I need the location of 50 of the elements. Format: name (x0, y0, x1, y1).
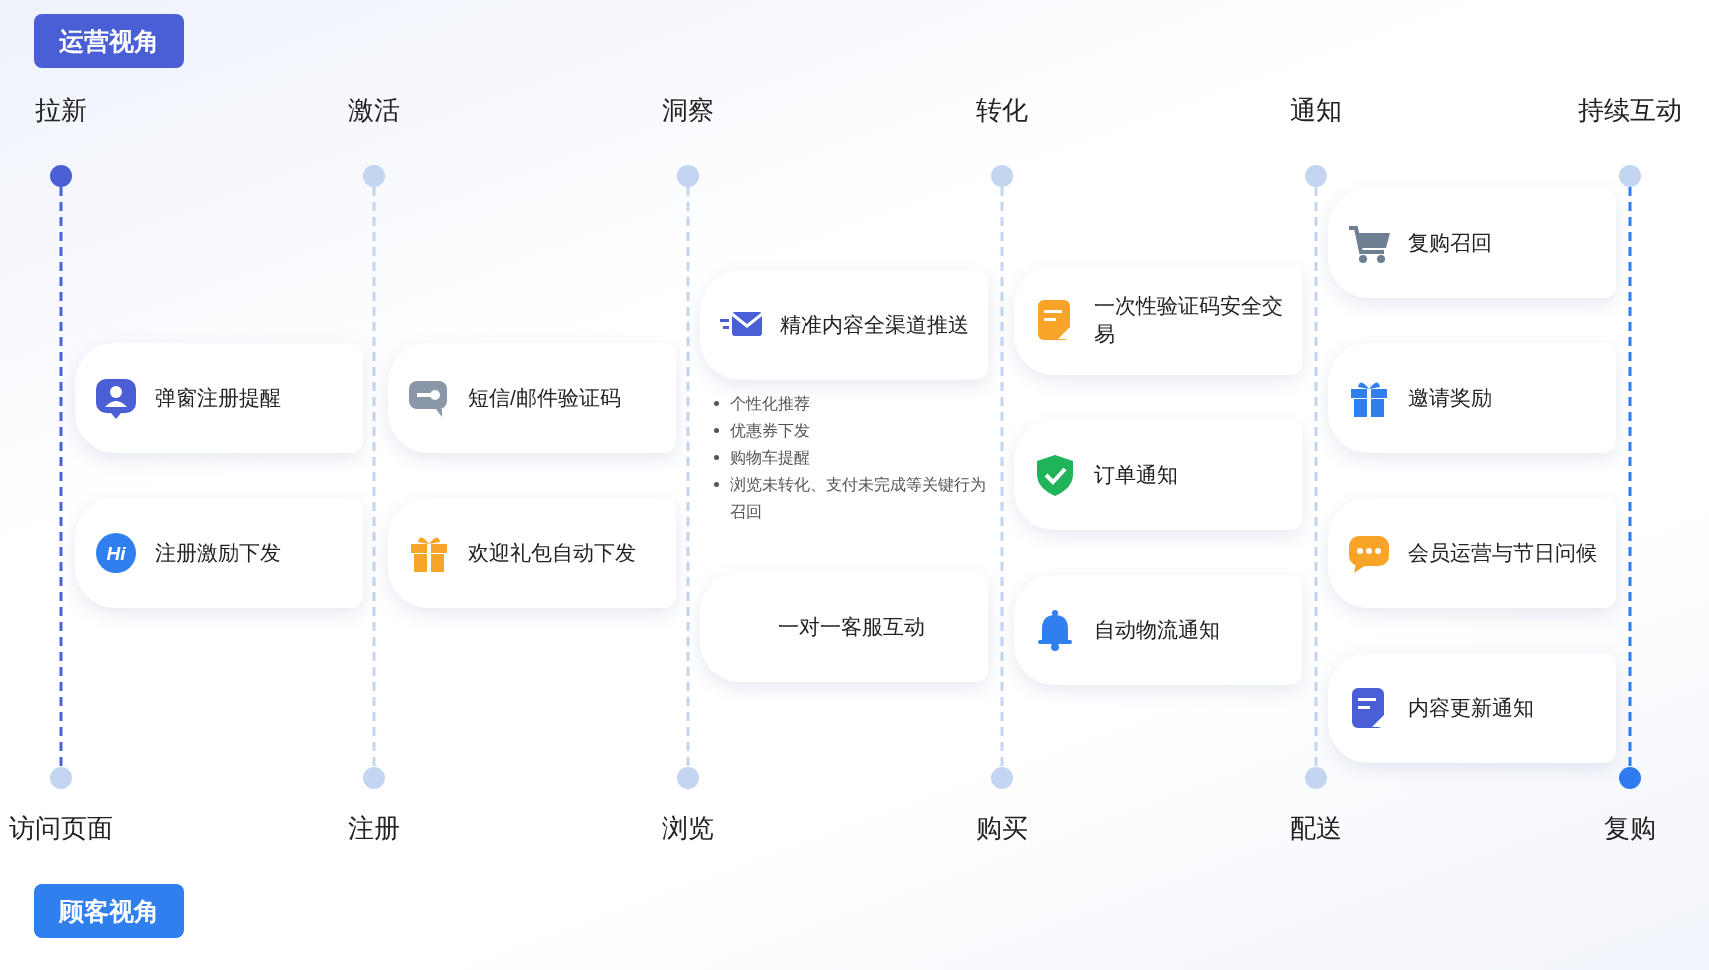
feature-card (1014, 420, 1302, 530)
card-label: 订单通知 (1094, 461, 1178, 488)
feature-card (1328, 498, 1616, 608)
feature-card (388, 343, 676, 453)
card-label: 邀请奖励 (1408, 384, 1492, 411)
card-label: 短信/邮件验证码 (468, 384, 621, 411)
card-label: 精准内容全渠道推送 (780, 311, 969, 338)
feature-card (75, 343, 363, 453)
stage-label: 激活 (348, 94, 400, 127)
timeline-line (686, 187, 690, 767)
card-label: 注册激励下发 (155, 539, 281, 566)
card-label: 复购召回 (1408, 229, 1492, 256)
stage-label: 拉新 (35, 94, 87, 127)
timeline-line (372, 187, 376, 767)
feature-card (700, 270, 988, 380)
feature-card (75, 498, 363, 608)
feature-card (1014, 575, 1302, 685)
feature-card (1328, 188, 1616, 298)
card-label: 内容更新通知 (1408, 694, 1534, 721)
card-label: 一对一客服互动 (778, 613, 925, 640)
bullet-item: 浏览未转化、支付未完成等关键行为召回 (730, 476, 986, 520)
feature-card (1014, 265, 1302, 375)
stage-label: 复购 (1604, 812, 1656, 845)
stage-label: 配送 (1290, 812, 1342, 845)
card-label: 自动物流通知 (1094, 616, 1220, 643)
bullet-item: 优惠券下发 (730, 422, 810, 439)
card-label: 弹窗注册提醒 (155, 384, 281, 411)
feature-card (388, 498, 676, 608)
stage-label: 洞察 (662, 94, 714, 127)
card-label: 一次性验证码安全交易 (1094, 292, 1284, 347)
timeline-line (1000, 187, 1004, 767)
stage-label: 浏览 (662, 812, 714, 845)
stage-label: 转化 (976, 94, 1028, 127)
perspective-tag: 顾客视角 (34, 884, 184, 938)
feature-card (1328, 653, 1616, 763)
timeline-line (59, 187, 63, 767)
card-label: 欢迎礼包自动下发 (468, 539, 636, 566)
timeline-line (1314, 187, 1318, 767)
card-label: 会员运营与节日问候 (1408, 539, 1597, 566)
stage-label: 通知 (1290, 94, 1342, 127)
bullet-item: 购物车提醒 (730, 449, 810, 466)
bullet-item: 个性化推荐 (730, 395, 810, 412)
stage-label: 访问页面 (9, 812, 113, 845)
perspective-tag: 运营视角 (34, 14, 184, 68)
chat-bubble-icon: Hi (93, 530, 139, 576)
stage-label: 购买 (976, 812, 1028, 845)
stage-label: 持续互动 (1578, 94, 1682, 127)
stage-label: 注册 (348, 812, 400, 845)
feature-card (1328, 343, 1616, 453)
timeline-line (1628, 187, 1632, 767)
